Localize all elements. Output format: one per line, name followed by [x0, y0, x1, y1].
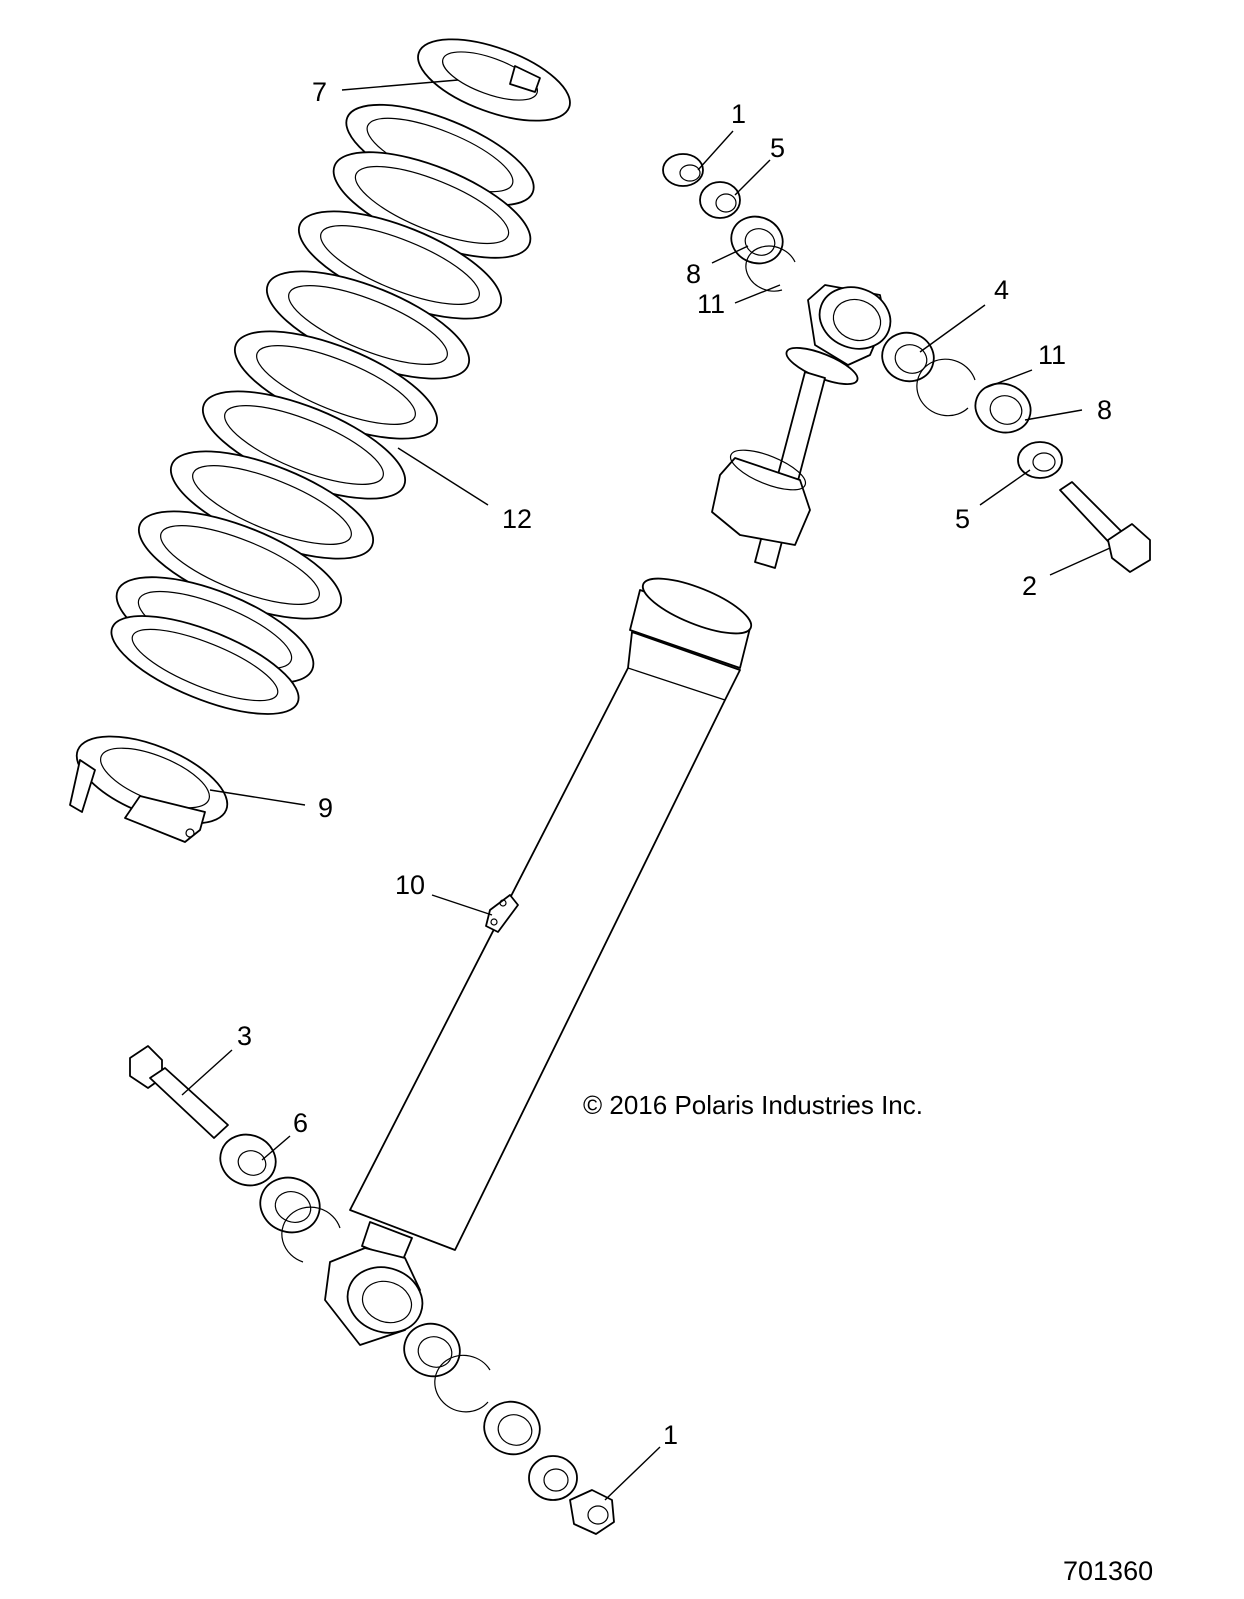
lower-hardware [129, 1045, 615, 1535]
callout-1-bottom: 1 [663, 1420, 678, 1450]
callout-8-top: 8 [686, 259, 701, 289]
callout-labels: 7 1 5 8 11 4 11 8 5 2 12 9 10 3 6 1 [237, 77, 1112, 1450]
callout-11-right: 11 [1038, 340, 1066, 370]
callout-7: 7 [312, 77, 327, 107]
callout-3: 3 [237, 1021, 252, 1051]
callout-6: 6 [293, 1108, 308, 1138]
callout-2: 2 [1022, 571, 1037, 601]
label-plate [485, 894, 519, 933]
upper-spring-retainer [417, 38, 571, 122]
callout-12: 12 [502, 504, 532, 534]
lower-spring-retainer [69, 735, 229, 843]
callout-9: 9 [318, 793, 333, 823]
callout-5-right: 5 [955, 504, 970, 534]
copyright-notice: © 2016 Polaris Industries Inc. [583, 1090, 923, 1120]
callout-5-top: 5 [770, 133, 785, 163]
callout-4: 4 [994, 275, 1009, 305]
callout-8-right: 8 [1097, 395, 1112, 425]
upper-hardware [662, 153, 1151, 573]
callout-1-top: 1 [731, 99, 746, 129]
shock-absorber [324, 284, 892, 1346]
callout-11-top: 11 [697, 289, 725, 319]
leader-lines [181, 79, 1111, 1501]
coil-spring [110, 103, 535, 715]
callout-10: 10 [395, 870, 425, 900]
figure-number: 701360 [1063, 1556, 1153, 1586]
